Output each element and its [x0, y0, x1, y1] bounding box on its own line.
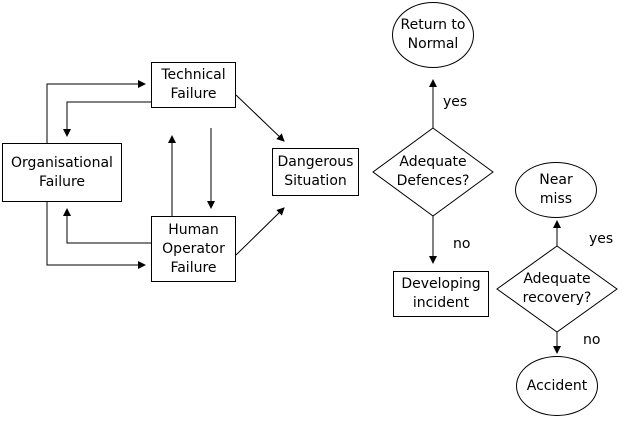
- arrow-organisational-to-human: [46, 202, 146, 269]
- arrow-human-to-dangerous: [235, 207, 285, 256]
- defences-diamond-shape: [372, 127, 494, 217]
- adequate-defences-decision: Adequate Defences?: [396, 154, 470, 189]
- organisational-failure-box: Organisational Failure: [2, 143, 122, 202]
- recovery-diamond-shape: [496, 245, 618, 333]
- defences-no-label: no: [453, 235, 471, 252]
- arrow-human-to-organisational: [63, 208, 151, 244]
- human-operator-failure-box: Human Operator Failure: [151, 216, 236, 282]
- dangerous-situation-box: Dangerous Situation: [272, 148, 359, 196]
- developing-incident-box: Developing incident: [393, 271, 489, 317]
- defences-yes-label: yes: [443, 93, 468, 110]
- arrow-technical-to-dangerous: [235, 94, 285, 142]
- arrow-organisational-to-technical: [46, 80, 146, 143]
- near-miss-node: Near miss: [515, 162, 597, 218]
- recovery-no-label: no: [583, 331, 601, 348]
- arrow-technical-to-organisational: [63, 101, 151, 137]
- return-to-normal-node: Return to Normal: [392, 2, 474, 68]
- adequate-recovery-decision: Adequate recovery?: [522, 271, 592, 306]
- technical-failure-box: Technical Failure: [151, 62, 236, 108]
- accident-node: Accident: [516, 356, 598, 416]
- recovery-yes-label: yes: [589, 230, 614, 247]
